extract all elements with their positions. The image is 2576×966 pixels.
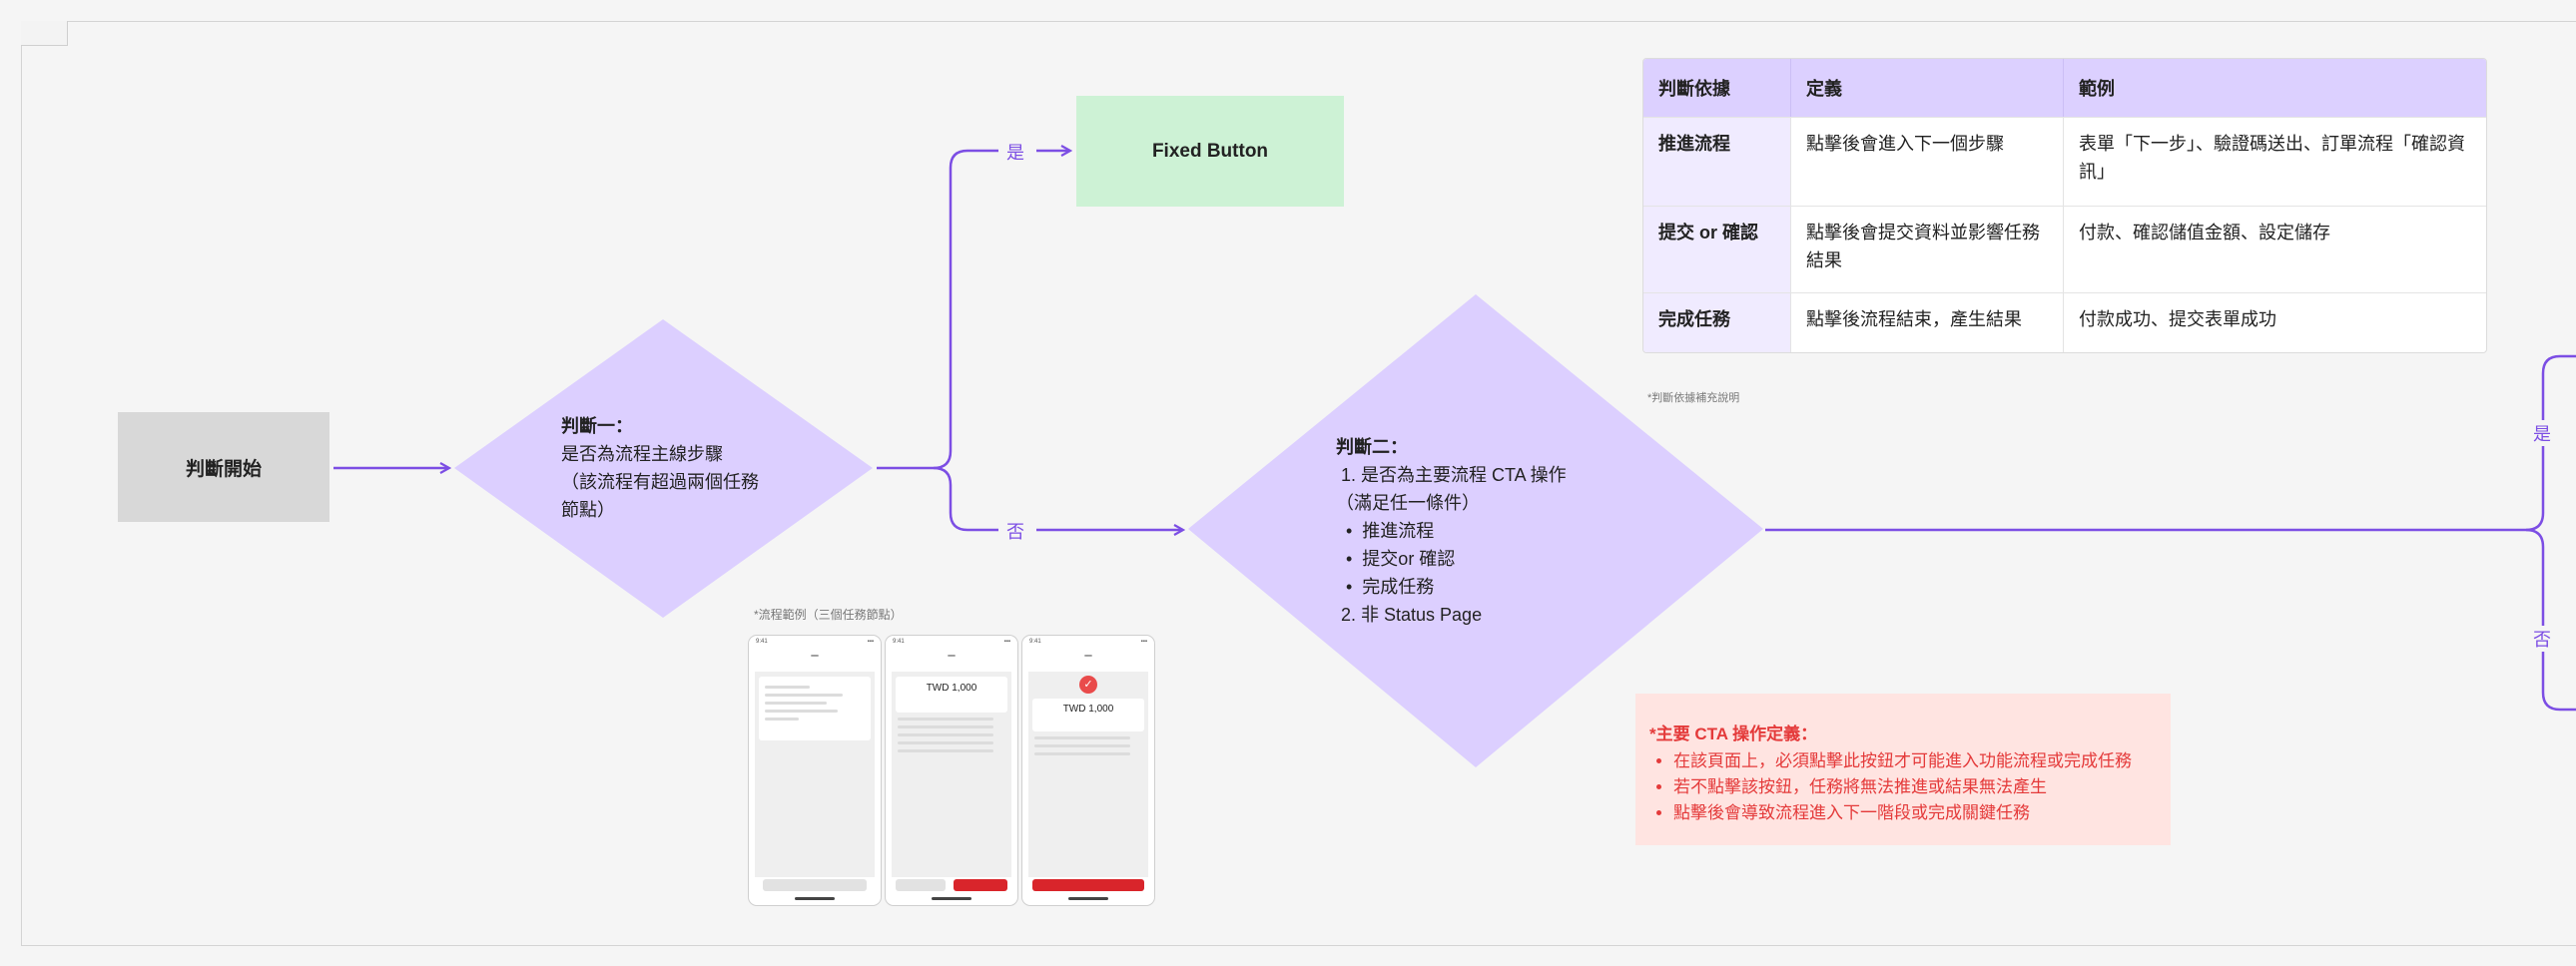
connector-d1-no	[933, 466, 998, 532]
decision1-no-label: 否	[1002, 518, 1028, 544]
phone-amount-card: TWD 1,000	[896, 677, 1007, 713]
phone-screen: ✓ TWD 1,000	[1028, 672, 1148, 877]
cta-definition-box: *主要 CTA 操作定義： 在該頁面上，必須點擊此按鈕才可能進入功能流程或完成任…	[1635, 694, 2171, 845]
phone-screen: TWD 1,000	[892, 672, 1011, 877]
phone-header: ━━	[1084, 654, 1092, 660]
criteria-table: 判斷依據 定義 範例 推進流程 點擊後會進入下一個步驟 表單「下一步」、驗證碼送…	[1642, 58, 2487, 353]
phone-primary-button	[954, 879, 1007, 891]
phone-home-indicator	[1068, 897, 1108, 900]
table-header: 定義	[1791, 59, 2064, 117]
decision1-line: 節點）	[561, 500, 615, 520]
list-item: 點擊後會導致流程進入下一階段或完成關鍵任務	[1673, 800, 2171, 826]
cta-definition-list: 在該頁面上，必須點擊此按鈕才可能進入功能流程或完成任務 若不點擊該按鈕，任務將無…	[1635, 748, 2171, 826]
decision1-line: 是否為流程主線步驟	[561, 444, 723, 464]
table-header-row: 判斷依據 定義 範例	[1643, 59, 2486, 117]
table-cell: 付款、確認儲值金額、設定儲存	[2064, 206, 2486, 292]
decision2-yes-label: 是	[2529, 420, 2555, 446]
decision2-line: • 完成任務	[1336, 577, 1435, 597]
table-cell: 點擊後流程結束，產生結果	[1791, 292, 2064, 352]
phone-mockup-1: 9:41▪▪▪ ━━	[748, 635, 882, 906]
phone-header: ━━	[811, 654, 819, 660]
start-node: 判斷開始	[118, 412, 329, 522]
decision1-line: （該流程有超過兩個任務	[561, 472, 759, 492]
table-cell: 點擊後會提交資料並影響任務結果	[1791, 206, 2064, 292]
decision2-line: • 推進流程	[1336, 521, 1435, 541]
table-row: 完成任務 點擊後流程結束，產生結果 付款成功、提交表單成功	[1643, 292, 2486, 352]
table-cell: 表單「下一步」、驗證碼送出、訂單流程「確認資訊」	[2064, 117, 2486, 206]
phone-mockup-3: 9:41▪▪▪ ━━ ✓ TWD 1,000	[1021, 635, 1155, 906]
phone-screen	[755, 672, 875, 877]
phone-status-bar: 9:41▪▪▪	[756, 639, 874, 645]
decision2-line: （滿足任一條件）	[1336, 493, 1480, 513]
decision2-line: 2. 非 Status Page	[1336, 605, 1483, 625]
table-header: 範例	[2064, 59, 2486, 117]
table-cell: 完成任務	[1643, 292, 1791, 352]
decision1-diamond	[454, 319, 873, 618]
phone-home-indicator	[932, 897, 971, 900]
table-cell: 付款成功、提交表單成功	[2064, 292, 2486, 352]
connector-d1-split	[877, 149, 998, 470]
cta-definition-title: *主要 CTA 操作定義：	[1649, 724, 1818, 743]
connector-d2-yes	[2525, 354, 2576, 532]
decision2-title: 判斷二：	[1336, 437, 1408, 457]
table-row: 推進流程 點擊後會進入下一個步驟 表單「下一步」、驗證碼送出、訂單流程「確認資訊…	[1643, 117, 2486, 206]
table-cell: 提交 or 確認	[1643, 206, 1791, 292]
phone-mockup-2: 9:41▪▪▪ ━━ TWD 1,000	[885, 635, 1018, 906]
decision2-line: • 提交or 確認	[1336, 549, 1456, 569]
phone-disabled-button	[763, 879, 867, 891]
phone-form-card	[759, 677, 871, 740]
phone-status-bar: 9:41▪▪▪	[1029, 639, 1147, 645]
table-row: 提交 or 確認 點擊後會提交資料並影響任務結果 付款、確認儲值金額、設定儲存	[1643, 206, 2486, 292]
list-item: 若不點擊該按鈕，任務將無法推進或結果無法產生	[1673, 774, 2171, 800]
decision1-yes-label: 是	[1002, 139, 1028, 165]
phone-header: ━━	[948, 654, 956, 660]
phone-status-bar: 9:41▪▪▪	[893, 639, 1010, 645]
frame-tab	[21, 21, 68, 46]
table-note: *判斷依據補充說明	[1647, 392, 1740, 404]
phone-home-indicator	[795, 897, 835, 900]
table-cell: 點擊後會進入下一個步驟	[1791, 117, 2064, 206]
phone-amount: TWD 1,000	[1062, 704, 1114, 715]
decision2-diamond	[1188, 294, 1763, 767]
fixed-button-node: Fixed Button	[1076, 96, 1344, 207]
success-check-icon: ✓	[1079, 676, 1097, 694]
table-cell: 推進流程	[1643, 117, 1791, 206]
decision1-title: 判斷一：	[561, 416, 633, 436]
decision2-no-label: 否	[2529, 626, 2555, 652]
phone-amount-card: TWD 1,000	[1032, 699, 1144, 731]
phone-secondary-button	[896, 879, 946, 891]
decision2-text: 判斷二： 1. 是否為主要流程 CTA 操作 （滿足任一條件） • 推進流程 •…	[1336, 433, 1596, 629]
connector-d2-no	[2525, 528, 2576, 712]
flow-example-note: *流程範例（三個任務節點）	[754, 608, 903, 622]
list-item: 在該頁面上，必須點擊此按鈕才可能進入功能流程或完成任務	[1673, 748, 2171, 774]
table-header: 判斷依據	[1643, 59, 1791, 117]
phone-primary-button	[1032, 879, 1144, 891]
decision1-text: 判斷一： 是否為流程主線步驟 （該流程有超過兩個任務 節點）	[561, 412, 791, 524]
decision2-line: 1. 是否為主要流程 CTA 操作	[1336, 465, 1567, 485]
phone-amount: TWD 1,000	[926, 683, 977, 694]
